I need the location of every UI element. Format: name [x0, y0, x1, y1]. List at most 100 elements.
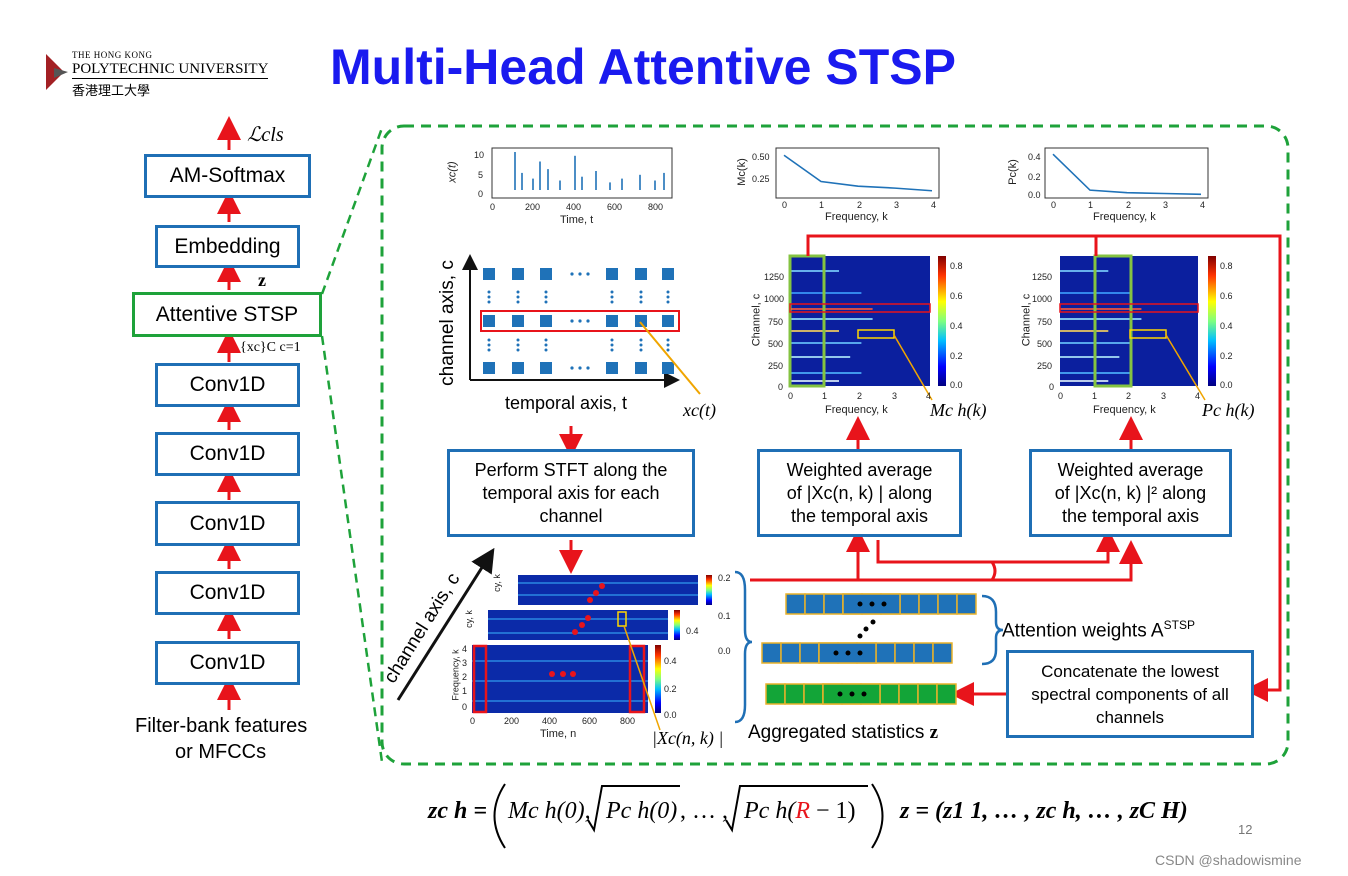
vector-cell: [803, 683, 824, 705]
heat2-xtick: 2: [1126, 391, 1132, 401]
heat2-cbar: 0.4: [1220, 321, 1233, 331]
heat2-cbar: 0.0: [1220, 380, 1233, 390]
spec-ytick: 0: [462, 702, 468, 712]
vector-cell: [918, 593, 939, 615]
vertical-dot: [516, 338, 520, 342]
time-ytick: 5: [478, 170, 484, 180]
heatmap-streak: [790, 270, 839, 272]
pc-ytick: 0.2: [1028, 172, 1041, 182]
heatmap-streak: [790, 330, 839, 332]
grid-cell: [512, 362, 524, 374]
vertical-dot: [544, 343, 548, 347]
heat1-cbar: 0.4: [950, 321, 963, 331]
time-xtick: 0: [490, 202, 496, 212]
formula-p5: − 1): [809, 798, 856, 824]
grid-cell: [540, 315, 552, 327]
aggregated-text: Aggregated statistics: [748, 722, 925, 743]
formula-p4-text: Pc h(: [744, 798, 796, 824]
spectrogram-band: [488, 618, 668, 620]
spec-xlabel: Time, n: [540, 728, 577, 740]
vector-cell: [936, 683, 957, 705]
spectrogram-band: [518, 582, 698, 584]
spec-ylabel-short: cy, k: [491, 574, 502, 592]
heatmap-streak: [1060, 308, 1142, 310]
aggregated-stats-label: Aggregated statistics z: [748, 722, 938, 744]
input-label-line2: or MFCCs: [175, 741, 267, 763]
heat1-xtick: 4: [926, 391, 932, 401]
ellipsis-dot: [578, 366, 582, 370]
time-plot-ylabel: xc(t): [446, 161, 459, 183]
pc-xtick: 3: [1163, 200, 1169, 210]
vector-dot: [857, 650, 863, 656]
ellipsis-dot: [586, 319, 590, 323]
ellipsis-dot: [586, 366, 590, 370]
vertical-dot: [639, 343, 643, 347]
heatmap-streak: [1060, 380, 1109, 382]
vector-cell: [879, 683, 900, 705]
heat1-ytick: 0: [778, 382, 784, 392]
heat1-xtick: 2: [857, 391, 863, 401]
ellipsis-dot: [570, 319, 574, 323]
grid-cell: [635, 362, 647, 374]
stft-box: Perform STFT along the temporal axis for…: [447, 449, 695, 537]
pc-ytick: 0.0: [1028, 190, 1041, 200]
mc-xtick: 2: [857, 200, 863, 210]
spec-ytick: 3: [462, 658, 468, 668]
formula-R: R: [795, 798, 810, 824]
heat2-xtick: 0: [1058, 391, 1064, 401]
heatmap-pc: [1059, 254, 1216, 401]
pc-xtick: 4: [1200, 200, 1206, 210]
vertical-dot: [639, 290, 643, 294]
heatmap-streak: [1060, 330, 1109, 332]
vector-cell: [898, 683, 919, 705]
spectrogram-stack: [396, 547, 753, 731]
vector-cell: [899, 593, 920, 615]
vector-cell: [937, 593, 958, 615]
block-am-softmax: AM-Softmax: [144, 154, 311, 198]
spec-ylabel-short: cy, k: [463, 610, 474, 628]
heat2-xtick: 4: [1195, 391, 1201, 401]
vector-cell: [765, 683, 786, 705]
vector-cell: [917, 683, 938, 705]
input-label-line1: Filter-bank features: [135, 715, 308, 737]
formula-part2: Pc h(0): [606, 798, 678, 824]
heat1-xtick: 0: [788, 391, 794, 401]
ellipsis-dot: [570, 366, 574, 370]
time-xtick: 200: [525, 202, 541, 212]
formula-brackets: [493, 783, 884, 849]
formula-rhs: z = (z1 1, … , zc h, … , zC H): [900, 798, 1188, 824]
vertical-dot: [639, 295, 643, 299]
grid-cell: [606, 362, 618, 374]
spec-xtick: 0: [470, 716, 476, 726]
vector-dot: [861, 691, 867, 697]
pc-xtick: 2: [1126, 200, 1132, 210]
formula-part1: Mc h(0),: [508, 798, 591, 824]
vertical-dot: [544, 300, 548, 304]
block-embedding: Embedding: [155, 225, 300, 268]
vector-cell: [784, 683, 805, 705]
xc-nk-label: |Xc(n, k) |: [652, 728, 724, 748]
wa1-line1: Weighted average: [786, 459, 933, 480]
heatmap-streak: [1060, 270, 1109, 272]
channel-time-grid: [462, 254, 701, 395]
spec-cbar-bot: 0.4: [664, 656, 677, 666]
block-conv1d-1: Conv1D: [155, 363, 300, 407]
pc-ytick: 0.4: [1028, 152, 1041, 162]
wa2-line2: of |Xc(n, k) |² along: [1054, 482, 1207, 503]
vector-cell: [761, 642, 782, 664]
weighted-average-power-box: Weighted average of |Xc(n, k) |² along t…: [1029, 449, 1232, 537]
mc-h-label: Mc h(k): [930, 400, 987, 420]
time-xtick: 600: [607, 202, 623, 212]
ellipsis-dot: [578, 319, 582, 323]
mc-plot-ylabel: Mc(k): [735, 158, 748, 186]
vector-cell: [875, 642, 896, 664]
mc-xtick: 0: [782, 200, 788, 210]
spec-cbar-bot: 0.0: [664, 710, 677, 720]
vertical-dot: [544, 290, 548, 294]
heatmap-streak: [790, 318, 873, 320]
wa1-line2: of |Xc(n, k) | along: [786, 482, 933, 503]
logo-emblem-icon: [46, 54, 68, 90]
channel-axis-label: channel axis, c: [436, 260, 458, 386]
mc-xtick: 3: [894, 200, 900, 210]
